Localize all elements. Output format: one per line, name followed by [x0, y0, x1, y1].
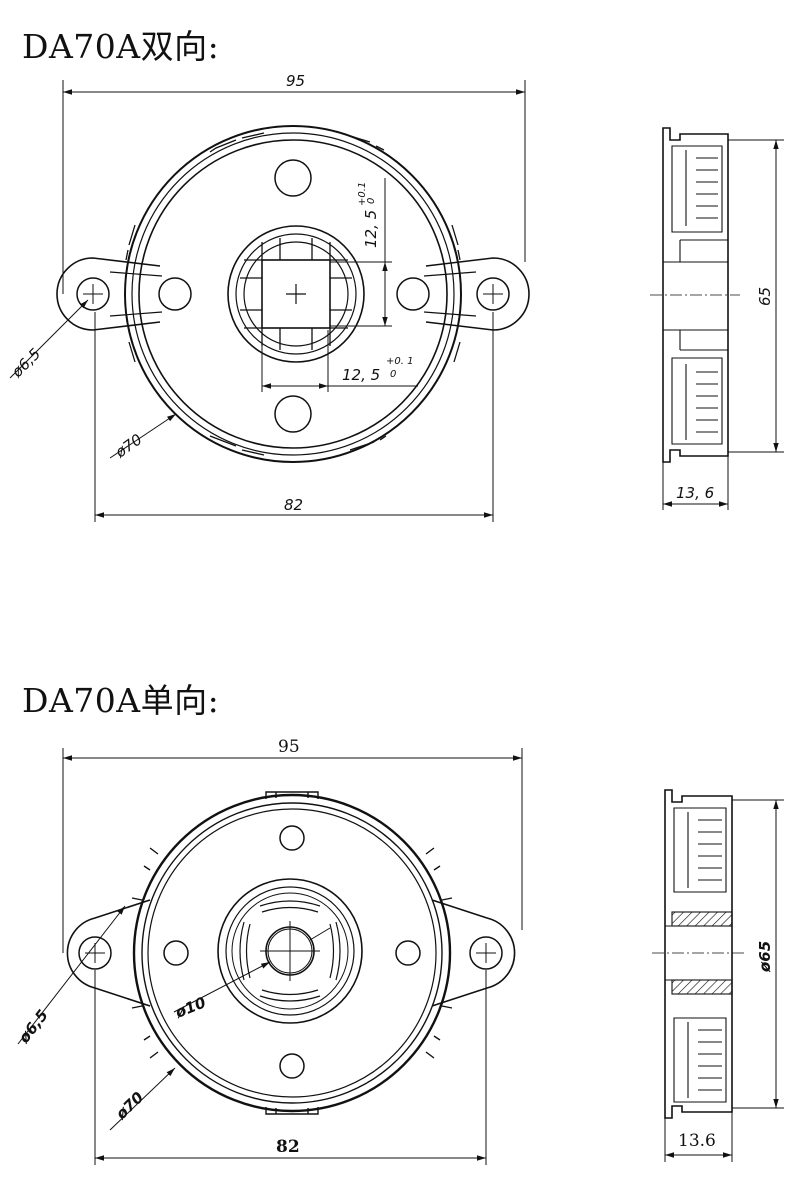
top-side-view: 65 13, 6 [650, 127, 784, 510]
top-dim-82: 82 [284, 496, 303, 514]
top-hole-left [158, 277, 192, 311]
top-hole-right [396, 277, 430, 311]
bottom-hole-top [279, 825, 305, 851]
bottom-drawing-title: DA70A单向: [22, 681, 220, 720]
bottom-side-hatch-upper [671, 911, 733, 927]
bottom-dim-outer-dia: ø70 [112, 1088, 148, 1123]
top-dim-slot-h-tol-lower: 0 [390, 369, 396, 380]
top-dim-slot-v-tol-lower: 0 [366, 198, 377, 204]
bottom-mount-hole-left [78, 936, 112, 970]
top-hole-top [274, 159, 312, 197]
bottom-front-view [66, 791, 516, 1115]
bottom-side-dim-thickness: 13.6 [678, 1131, 716, 1151]
top-dim-hole-dia: ø6,5 [7, 345, 44, 382]
top-side-dim-65: 65 [756, 287, 774, 306]
bottom-hole-left [163, 940, 189, 966]
bottom-dim-82: 82 [276, 1137, 300, 1157]
top-dim-slot-v-tol-upper: +0.1 [357, 182, 368, 206]
bottom-mount-hole-right [469, 936, 503, 970]
bottom-side-dim-65: ø65 [756, 941, 774, 973]
bottom-hole-right [395, 940, 421, 966]
top-square-drive [261, 259, 331, 329]
top-hole-bottom [274, 395, 312, 433]
top-side-dim-thickness: 13, 6 [676, 484, 714, 502]
top-dim-slot-h-tol-upper: +0. 1 [386, 356, 413, 367]
top-dim-slot-h: 12, 5 [342, 366, 380, 384]
top-dim-outer-dia: ø70 [111, 430, 145, 462]
top-dim-slot-v: 12, 5 [362, 210, 380, 248]
top-drawing-title: DA70A双向: [22, 27, 220, 66]
top-dim-95: 95 [286, 72, 305, 90]
top-front-view [56, 125, 530, 463]
bottom-dim-center-dia: ø10 [172, 993, 209, 1022]
top-mount-hole-left [76, 277, 110, 311]
bottom-side-hatch-lower [671, 979, 733, 995]
top-mount-hole-right [476, 277, 510, 311]
bottom-hole-bottom [279, 1053, 305, 1079]
bottom-dim-95: 95 [278, 737, 300, 757]
bottom-side-view: ø65 13.6 [652, 789, 784, 1162]
